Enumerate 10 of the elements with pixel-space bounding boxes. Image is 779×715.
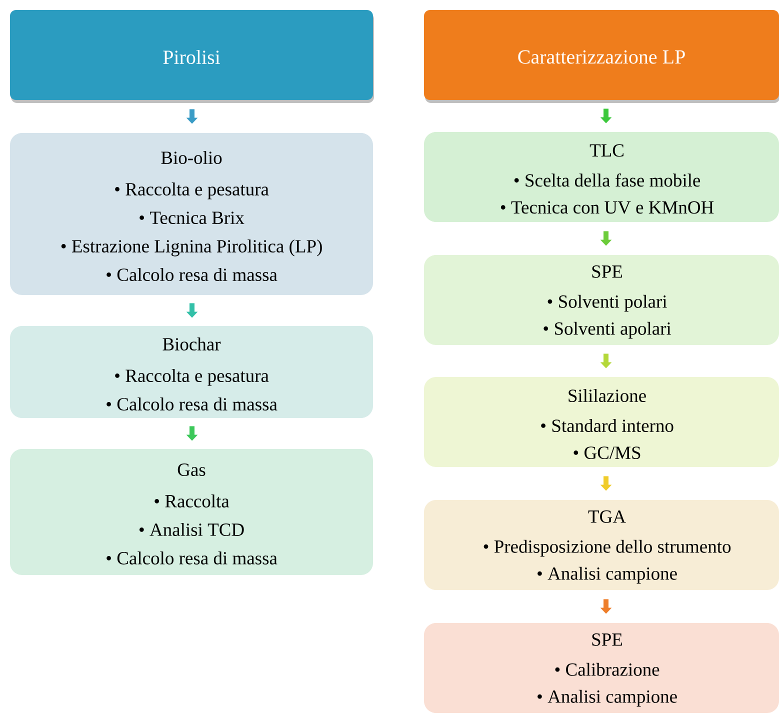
step-box: TLC • Scelta della fase mobile • Tecnica con UV e KMnOH xyxy=(424,132,779,222)
step-box: Biochar • Raccolta e pesatura • Calcolo resa di massa xyxy=(10,326,373,418)
step-box: Sililazione • Standard interno • GC/MS xyxy=(424,377,779,467)
header-box: Caratterizzazione LP xyxy=(424,10,779,103)
step-box: TGA • Predisposizione dello strumento • Analisi campione xyxy=(424,500,779,590)
step-box: Bio-olio • Raccolta e pesatura • Tecnica Brix • Estrazione Lignina Pirolitica (LP) • Calcolo resa di massa xyxy=(10,133,373,295)
header-box: Pirolisi xyxy=(10,10,374,103)
step-box: SPE • Solventi polari • Solventi apolari xyxy=(424,255,779,345)
step-box: SPE • Calibrazione • Analisi campione xyxy=(424,623,779,713)
step-box: Gas • Raccolta • Analisi TCD • Calcolo resa di massa xyxy=(10,449,373,575)
